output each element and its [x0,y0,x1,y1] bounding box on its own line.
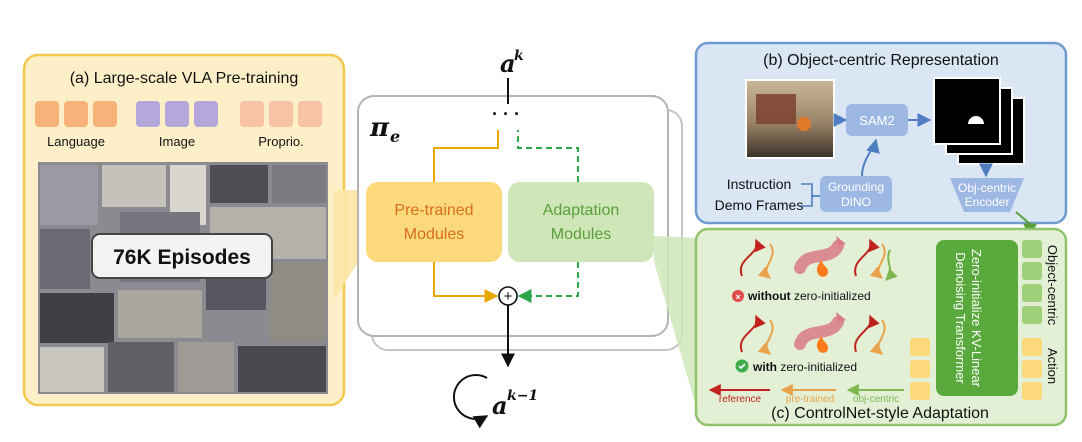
scene-object [756,94,796,124]
legend-reference: reference [719,394,762,405]
next-action-sup: k−1 [507,388,538,404]
adaptation-to-sum-arrow [517,262,579,303]
panel-a: (a) Large-scale VLA Pre-training Languag… [22,53,346,407]
sam2-box [846,104,908,136]
episodes-label: 76K Episodes [113,246,251,269]
without-bold: without [747,289,791,303]
grounding-label-2: DINO [841,195,871,209]
pretrained-token [910,360,930,378]
error-icon-glyph: × [735,292,740,302]
proprio-tokens [240,101,322,127]
policy-symbol: π [369,113,390,143]
panel-c-title: (c) ControlNet-style Adaptation [771,405,989,422]
language-label: Language [47,134,105,149]
output-action-base: a [500,49,516,78]
action-token [1022,382,1042,400]
transformer-block [936,240,1018,396]
without-zero-init-illustration [739,236,898,281]
image-tokens [136,101,218,127]
panel-b: (b) Object-centric Representation SAM2 I… [694,41,1068,238]
instruction-label: Instruction [727,176,792,192]
pretrained-up-path [433,130,499,182]
object-token [1022,240,1042,258]
grounding-dino-box [820,176,892,212]
sam2-label: SAM2 [859,113,894,128]
pretrained-token [910,382,930,400]
dino-to-sam-arrow [861,138,880,177]
without-rest: zero-initialized [791,289,871,303]
legend-objcentric: obj-centric [853,394,899,405]
mask-blob [968,116,984,124]
action-token [1022,338,1042,356]
with-zero-init-caption: with zero-initialized [752,360,857,374]
layer-ellipsis: · · · [492,104,520,124]
adaptation-label-2: Modules [551,226,611,243]
policy-subscript: e [390,127,400,146]
object-token [1022,284,1042,302]
grounding-label-1: Grounding [828,180,884,194]
check-icon-glyph [738,363,746,370]
object-token [1022,262,1042,280]
frames-to-dino-line [801,195,820,207]
transformer-label-1: Zero-initialize KV-Linear [969,249,984,388]
episodes-badge [91,233,273,279]
pretrained-to-sum-arrow [433,262,499,303]
image-label: Image [159,134,195,149]
cycle-arrow-icon [452,374,489,429]
pretrained-token [910,338,930,356]
adaptation-modules [508,182,654,262]
fire-icon [816,336,828,353]
panel-c: × without zero-initialized with zero-ini… [694,227,1068,427]
adaptation-label-1: Adaptation [543,202,620,219]
error-icon [732,290,744,302]
panel-a-title: (a) Large-scale VLA Pre-training [70,70,299,87]
scene-orange [797,117,811,131]
mask-frame-1 [933,77,1001,145]
fire-icon [816,260,828,277]
action-label: Action [1045,348,1060,384]
demo-frames-label: Demo Frames [715,197,804,213]
output-action-sup: k [514,48,524,64]
object-token [1022,306,1042,324]
with-zero-init-illustration [739,312,886,355]
with-bold: with [752,360,777,374]
sum-symbol: + [504,288,513,305]
encoder-trapezoid [950,178,1024,212]
encoder-label-2: Encoder [965,195,1010,209]
encoder-label-1: Obj-centric [958,181,1016,195]
legend-pretrained: pre-trained [786,394,834,405]
adaptation-up-path [517,130,579,182]
language-tokens [35,101,117,127]
pretrained-modules [366,182,502,262]
adaptation-connector [654,236,700,420]
transformer-label-2: Denoising Transformer [953,252,968,384]
without-zero-init-caption: without zero-initialized [747,289,871,303]
policy-stack: π e a k · · · Pre-trained Modules Adapta… [357,48,683,429]
object-centric-label: Object-centric [1045,245,1060,326]
pretrained-label-2: Modules [404,226,464,243]
pretrained-label-1: Pre-trained [394,202,473,219]
panel-b-title: (b) Object-centric Representation [763,52,999,69]
next-action-base: a [492,391,508,420]
with-rest: zero-initialized [777,360,857,374]
proprio-label: Proprio. [258,134,304,149]
action-token [1022,360,1042,378]
